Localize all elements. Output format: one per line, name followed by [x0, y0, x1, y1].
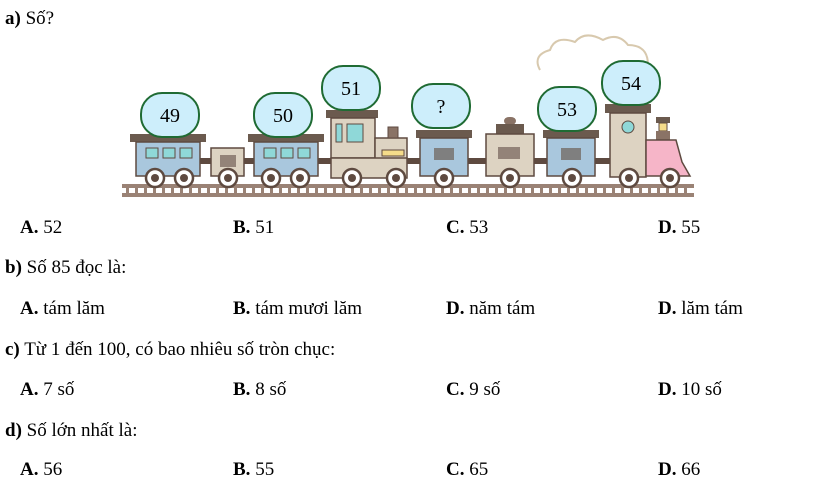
- answer-option[interactable]: B. tám mươi lăm: [233, 298, 362, 320]
- answer-option[interactable]: C. 53: [446, 217, 488, 239]
- number-bubble: 54: [601, 60, 661, 106]
- answer-option[interactable]: C. 65: [446, 459, 488, 481]
- train-car: [248, 134, 324, 177]
- bubble-number: 53: [557, 99, 577, 121]
- option-text: năm tám: [469, 298, 536, 319]
- bubble-number: 49: [160, 105, 180, 127]
- option-letter: C.: [446, 459, 465, 480]
- option-letter: A.: [20, 379, 39, 400]
- option-text: 65: [469, 459, 489, 480]
- answer-option[interactable]: B. 51: [233, 217, 274, 239]
- answer-option[interactable]: D. 10 số: [658, 379, 722, 401]
- answer-option[interactable]: C. 9 số: [446, 379, 500, 401]
- question-a: a) Số?: [5, 8, 55, 29]
- locomotive: [326, 110, 408, 179]
- option-letter: B.: [233, 459, 251, 480]
- option-text: 9 số: [469, 379, 501, 400]
- answer-option[interactable]: B. 8 số: [233, 379, 286, 401]
- answer-option[interactable]: A. tám lăm: [20, 298, 105, 320]
- train-car: [485, 117, 535, 177]
- answer-option[interactable]: A. 56: [20, 459, 62, 481]
- answer-option[interactable]: D. 55: [658, 217, 700, 239]
- option-letter: A.: [20, 217, 39, 238]
- bubble-number: 54: [621, 73, 641, 95]
- option-text: 66: [681, 459, 701, 480]
- number-bubble: 50: [253, 92, 313, 138]
- option-letter: D.: [658, 379, 677, 400]
- question-b: b) Số 85 đọc là:: [5, 257, 127, 278]
- answer-option[interactable]: D. 66: [658, 459, 700, 481]
- answer-option[interactable]: A. 52: [20, 217, 62, 239]
- railway-track: [122, 184, 694, 197]
- bubble-number: 51: [341, 78, 361, 100]
- option-letter: D.: [658, 298, 677, 319]
- question-c: c) Từ 1 đến 100, có bao nhiêu số tròn ch…: [5, 339, 336, 360]
- option-text: 55: [681, 217, 701, 238]
- missing-number-bubble: ?: [411, 83, 471, 129]
- option-letter: D.: [446, 298, 465, 319]
- answer-option[interactable]: B. 55: [233, 459, 274, 481]
- answer-option[interactable]: D. năm tám: [446, 298, 535, 320]
- option-letter: D.: [658, 459, 677, 480]
- option-letter: C.: [446, 379, 465, 400]
- bubble-number: ?: [437, 96, 446, 118]
- question-d: d) Số lớn nhất là:: [5, 420, 138, 441]
- locomotive-front: [605, 104, 692, 178]
- option-letter: B.: [233, 298, 251, 319]
- wheels: [144, 167, 681, 189]
- option-text: 51: [255, 217, 275, 238]
- number-bubble: 51: [321, 65, 381, 111]
- number-bubble: 49: [140, 92, 200, 138]
- option-text: 53: [469, 217, 489, 238]
- option-letter: A.: [20, 459, 39, 480]
- answer-option[interactable]: A. 7 số: [20, 379, 74, 401]
- answer-option[interactable]: D. lăm tám: [658, 298, 743, 320]
- option-letter: B.: [233, 379, 251, 400]
- train-car: [130, 134, 206, 177]
- option-text: tám mươi lăm: [255, 298, 363, 319]
- bubble-number: 50: [273, 105, 293, 127]
- option-letter: B.: [233, 217, 251, 238]
- option-text: 55: [255, 459, 275, 480]
- option-text: 10 số: [681, 379, 722, 400]
- option-letter: D.: [658, 217, 677, 238]
- option-text: 56: [43, 459, 63, 480]
- option-text: 52: [43, 217, 63, 238]
- option-text: 8 số: [255, 379, 287, 400]
- option-letter: A.: [20, 298, 39, 319]
- option-text: lăm tám: [681, 298, 743, 319]
- number-bubble: 53: [537, 86, 597, 132]
- option-text: 7 số: [43, 379, 75, 400]
- option-letter: C.: [446, 217, 465, 238]
- option-text: tám lăm: [43, 298, 105, 319]
